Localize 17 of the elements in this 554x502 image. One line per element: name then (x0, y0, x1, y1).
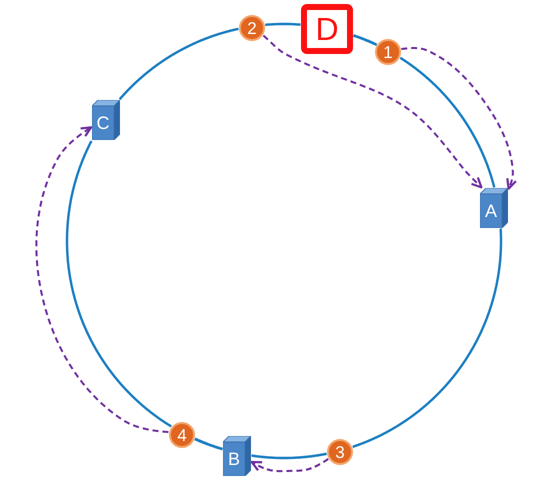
dashed-arrow (250, 458, 330, 472)
number-circle: 4 (169, 422, 195, 448)
dashed-arrow (400, 47, 517, 190)
dashed-arrow (262, 34, 482, 188)
dashed-arrow (35, 126, 169, 434)
ring-arc (194, 438, 224, 450)
number-circle: 2 (239, 15, 265, 41)
ring-arc (66, 140, 172, 428)
ring-arc (399, 56, 496, 188)
number-circle: 3 (327, 439, 353, 465)
ring-arc (352, 228, 502, 448)
ring-arc (264, 22, 302, 26)
number-circle: 1 (375, 39, 401, 65)
highlighted-box: D (301, 4, 353, 54)
ring-arc (118, 28, 240, 100)
ring-arc (352, 34, 378, 46)
ring-arc (250, 452, 328, 460)
